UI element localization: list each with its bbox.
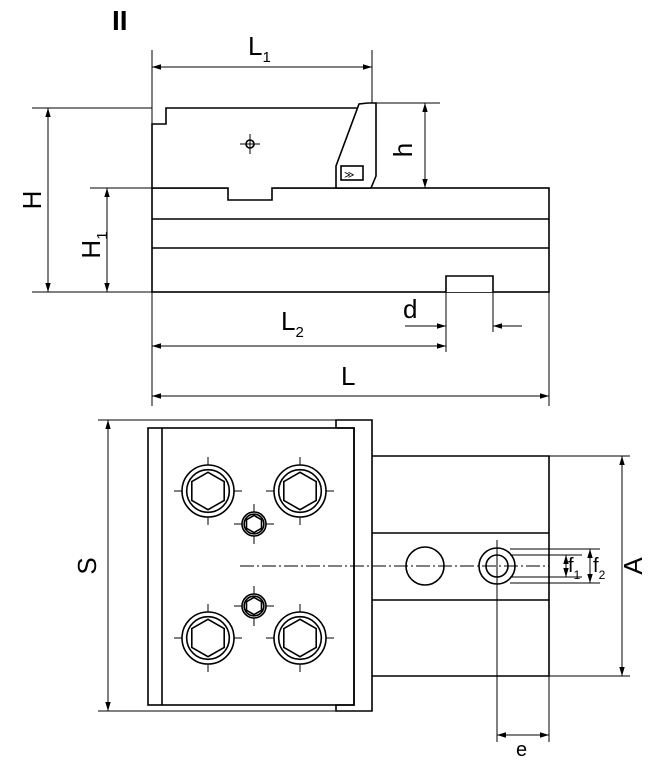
set-screw-upper <box>234 504 274 544</box>
label-f1: f1 <box>568 555 581 582</box>
top-view: f1 f2 A S e <box>72 419 648 761</box>
socket-bolt-top-right <box>266 457 334 525</box>
label-f2: f2 <box>593 555 606 582</box>
label-A: A <box>618 557 648 575</box>
side-view: ≫ L1 h H H1 d L2 L <box>17 31 550 406</box>
label-d: d <box>403 294 417 324</box>
label-L1: L1 <box>248 31 271 66</box>
jaw-plate <box>147 427 355 706</box>
label-H: H <box>17 191 47 210</box>
label-L: L <box>341 361 355 391</box>
view-label: II <box>112 5 128 36</box>
bottom-key <box>445 275 494 292</box>
socket-bolt-bottom-left <box>174 604 242 672</box>
label-S: S <box>72 557 102 574</box>
label-H1: H1 <box>76 231 111 258</box>
set-screw-lower <box>234 586 274 626</box>
jaw-flange <box>335 419 373 712</box>
slot-hole <box>405 546 445 586</box>
socket-bolt-bottom-right <box>266 604 334 672</box>
label-h: h <box>388 143 418 157</box>
label-L2: L2 <box>281 306 304 341</box>
wedge-mark: ≫ <box>344 170 354 181</box>
label-e: e <box>516 739 527 761</box>
socket-bolt-top-left <box>174 457 242 525</box>
wedge-screw <box>340 165 364 181</box>
